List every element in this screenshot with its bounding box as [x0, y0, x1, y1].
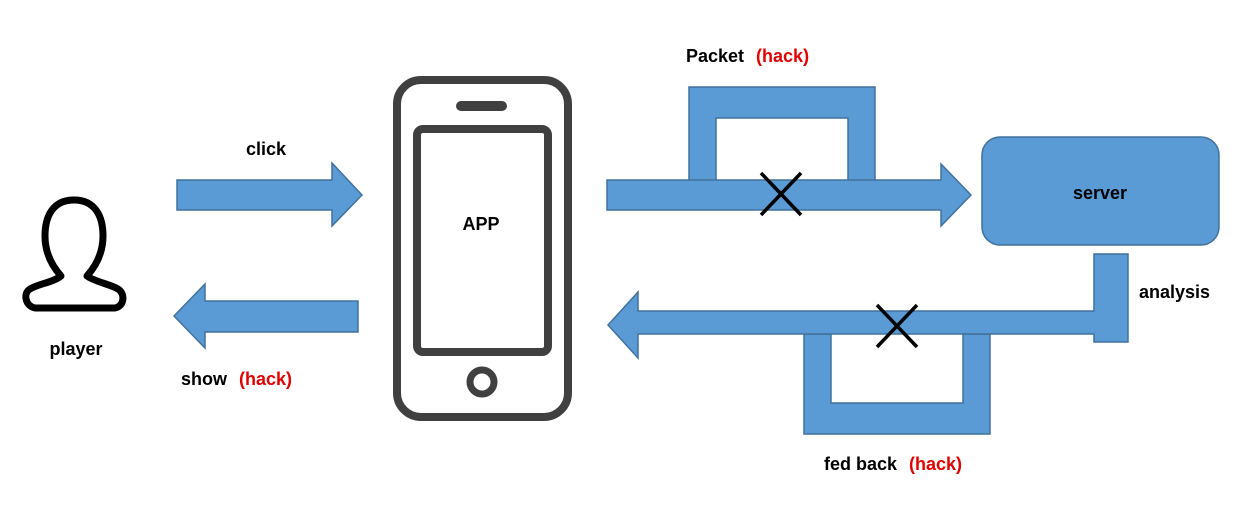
packet-arrow	[606, 162, 973, 228]
fed-back-hack-loop	[803, 333, 991, 435]
click-arrow	[176, 161, 364, 228]
analysis-label: analysis	[1139, 282, 1210, 302]
player-label: player	[49, 339, 102, 359]
packet-hack-loop	[688, 86, 876, 183]
fed-back-hack-label: (hack)	[909, 454, 962, 474]
fed-back-label: fed back(hack)	[824, 454, 962, 474]
fed-back-arrow	[606, 253, 1129, 360]
packet-hack-label: (hack)	[756, 46, 809, 66]
show-label: show(hack)	[181, 369, 292, 389]
server-label: server	[1073, 183, 1127, 203]
show-arrow	[172, 282, 359, 350]
server-box	[981, 136, 1220, 246]
player-icon	[22, 196, 127, 312]
app-label: APP	[462, 214, 499, 234]
show-hack-label: (hack)	[239, 369, 292, 389]
click-label: click	[246, 139, 287, 159]
packet-label: Packet(hack)	[686, 46, 809, 66]
fed-back-blocked-cross-icon	[875, 303, 919, 349]
packet-blocked-cross-icon	[759, 171, 803, 217]
smartphone-icon	[393, 76, 572, 421]
